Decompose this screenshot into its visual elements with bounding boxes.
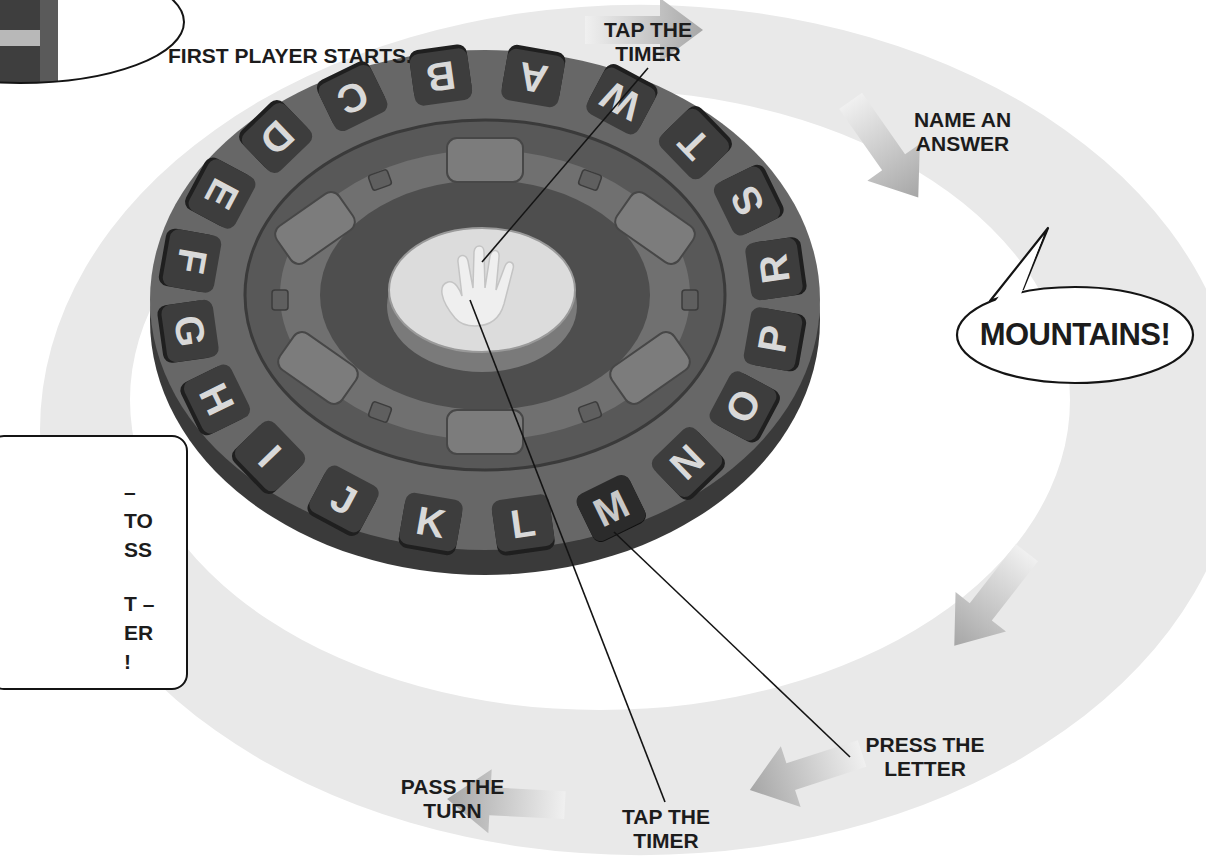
letter-key: K (398, 491, 464, 552)
letter-key: J (306, 462, 382, 535)
letter-key: E (185, 157, 258, 233)
flow-arrow (929, 533, 1052, 665)
category-keys (271, 138, 698, 454)
bubble-seam (994, 237, 1043, 303)
hand-print (442, 246, 514, 326)
letter-key: D (238, 99, 316, 177)
rule-text: – TO SS (124, 477, 164, 564)
inset-outline (0, 0, 184, 83)
flow-step: PRESS THE LETTER (860, 733, 990, 781)
letter-key: B (409, 47, 474, 107)
bubble-shape (957, 287, 1193, 383)
letter-key: N (648, 423, 726, 501)
key-tabs (272, 169, 698, 423)
letter-key: R (744, 236, 804, 301)
letter-key: F (161, 228, 222, 294)
leader-line (470, 300, 665, 802)
letter-key: G (160, 299, 220, 364)
letter-key: C (315, 62, 390, 134)
letter-key: O (706, 368, 779, 444)
key-tab (368, 401, 392, 423)
key-tab (578, 401, 602, 423)
flow-step: TAP THE TIMER (611, 805, 721, 853)
letter-key: H (181, 361, 253, 436)
category-key (447, 410, 523, 454)
category-key (606, 328, 693, 408)
flow-step: NAME AN ANSWER (900, 108, 1025, 156)
flow-step: PASS THE TURN (395, 775, 510, 823)
key-tab (368, 169, 392, 191)
rule-text: T – ER ! (124, 589, 164, 676)
letter-key: M (574, 472, 649, 544)
letter-key: W (583, 65, 659, 138)
category-key (447, 138, 523, 182)
timer-inset (0, 0, 184, 90)
game-wheel (150, 50, 820, 575)
wheel-ring (245, 120, 725, 470)
key-tab (682, 290, 698, 310)
timer-body (0, 0, 58, 90)
letter-key: I (231, 417, 309, 495)
letter-key: T (655, 105, 733, 183)
letter-key: S (711, 164, 783, 239)
leader-line (482, 68, 648, 262)
flow-arrow (740, 723, 872, 820)
category-key (274, 328, 361, 408)
key-tab (272, 290, 288, 310)
category-key (271, 188, 358, 268)
rule-box: – TO SS T – ER ! (0, 435, 188, 690)
letter-key: L (491, 493, 556, 553)
flow-ring (40, 5, 1206, 855)
flow-step: TAP THE TIMER (593, 18, 703, 66)
bubble-text: MOUNTAINS! (980, 317, 1171, 353)
timer-shade (40, 0, 58, 90)
category-key (611, 188, 698, 268)
key-tab (578, 169, 602, 191)
wheel-top (150, 50, 820, 550)
speech-bubble: MOUNTAINS! (955, 285, 1195, 385)
letter-key: P (742, 306, 803, 372)
leader-line (614, 532, 850, 757)
wheel-ring (320, 180, 650, 410)
timer-button (389, 228, 575, 352)
letter-key: A (500, 48, 566, 109)
